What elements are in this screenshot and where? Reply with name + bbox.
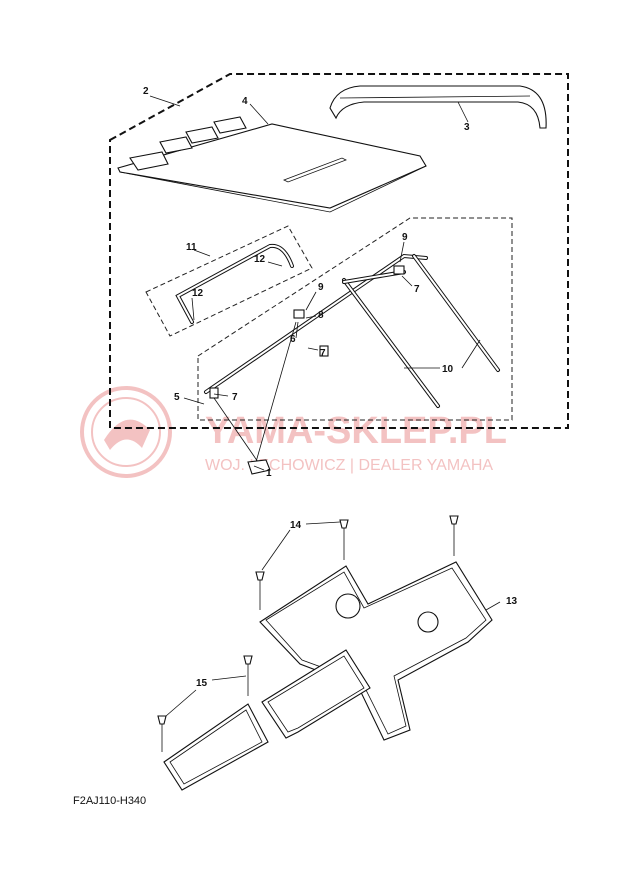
- callout-5: 5: [174, 392, 180, 403]
- callout-11: 11: [186, 242, 197, 253]
- callout-3: 3: [464, 122, 470, 133]
- diagram-code: F2AJ110-H340: [73, 795, 147, 807]
- part-3-visor: [329, 85, 547, 129]
- callout-2: 2: [143, 86, 149, 97]
- callout-7-left: 7: [232, 392, 238, 403]
- part-4-top-cover: [117, 116, 427, 213]
- watermark: YAMA-SKLEP.PL WOJ. ŁECHOWICZ | DEALER YA…: [80, 386, 507, 478]
- fastener-group: [157, 515, 501, 752]
- assembly-2-boundary: [109, 73, 569, 429]
- watermark-title: YAMA-SKLEP.PL: [205, 410, 507, 452]
- part-15-small-mats: [163, 649, 371, 791]
- part-11-rear-bow: [175, 243, 294, 324]
- callout-14: 14: [290, 520, 302, 531]
- callout-8: 8: [318, 310, 324, 321]
- watermark-logo-icon: [80, 386, 172, 478]
- callout-12-lower: 12: [192, 288, 204, 299]
- callout-7-right: 7: [414, 284, 420, 295]
- callout-4: 4: [242, 96, 248, 107]
- callout-9-lower: 9: [318, 282, 324, 293]
- callout-6: 6: [290, 334, 296, 345]
- callout-15: 15: [196, 678, 208, 689]
- callout-7-mid: 7: [320, 348, 326, 359]
- part-5-frame: [204, 253, 500, 408]
- callout-12-upper: 12: [254, 254, 266, 265]
- callout-13: 13: [506, 596, 518, 607]
- assembly-5-boundary: [197, 217, 513, 421]
- assembly-11-boundary: [145, 225, 313, 337]
- callout-1: 1: [266, 468, 272, 479]
- callout-10: 10: [442, 364, 454, 375]
- callout-9-upper: 9: [402, 232, 408, 243]
- watermark-subtitle: WOJ. ŁECHOWICZ | DEALER YAMAHA: [205, 457, 493, 474]
- part-1-anchor: [213, 321, 297, 475]
- leader-lines-top: [149, 95, 481, 471]
